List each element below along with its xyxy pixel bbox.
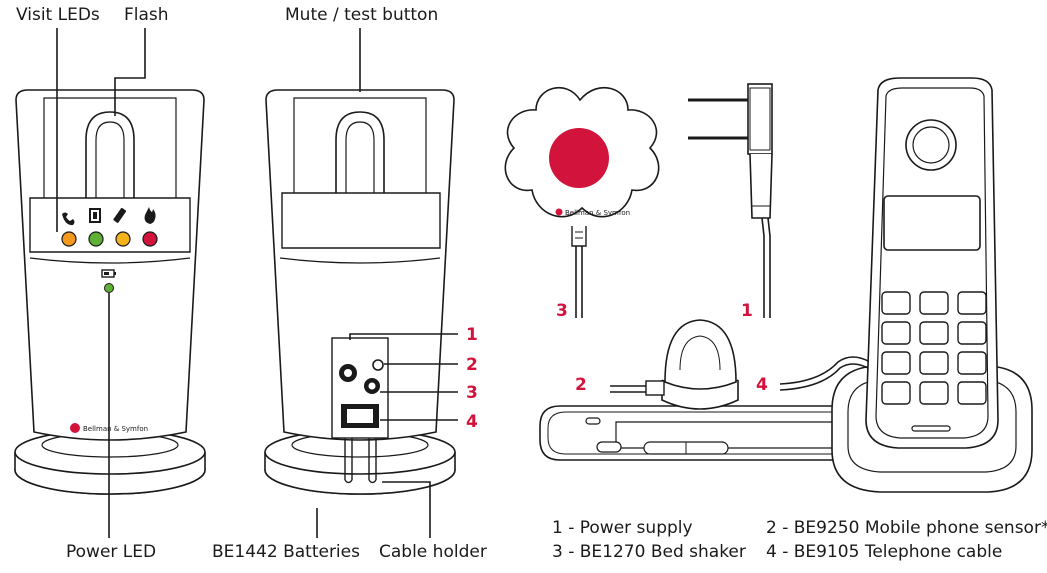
keypad-key xyxy=(919,291,949,315)
bed-shaker: Bellman & Symfon xyxy=(504,86,660,318)
keypad-key xyxy=(919,321,949,345)
led-red xyxy=(142,231,158,247)
power-supply-number: 1 xyxy=(741,301,753,321)
telephone-cable-number: 4 xyxy=(756,375,768,395)
mobile-icon xyxy=(113,207,127,223)
door-icon xyxy=(89,208,101,223)
cable-holder-label: Cable holder xyxy=(379,542,487,562)
led-yellow xyxy=(115,231,131,247)
mute-test-button-label: Mute / test button xyxy=(285,5,438,25)
led-green xyxy=(88,231,104,247)
svg-text:Bellman & Symfon: Bellman & Symfon xyxy=(83,425,148,433)
callout-number-3: 3 xyxy=(466,383,478,403)
callout-number-1: 1 xyxy=(466,325,478,345)
keypad-key xyxy=(881,381,911,405)
batteries-label: BE1442 Batteries xyxy=(212,542,360,562)
flash-leader xyxy=(114,28,146,116)
mobile-sensor-number: 2 xyxy=(575,375,587,395)
callout-1-line xyxy=(349,333,458,340)
keypad-key xyxy=(957,321,987,345)
phone-icon xyxy=(62,212,75,226)
flame-icon xyxy=(144,207,156,224)
keypad-key xyxy=(881,321,911,345)
legend-item-1: 1 - Power supply xyxy=(552,518,693,538)
battery-icon xyxy=(101,269,116,278)
bed-shaker-number: 3 xyxy=(556,301,568,321)
mobile-phone-sensor xyxy=(610,319,739,410)
keypad-key xyxy=(957,291,987,315)
keypad-key xyxy=(957,351,987,375)
power-supply xyxy=(688,83,773,318)
phone-keypad xyxy=(881,291,987,405)
svg-text:Bellman & Symfon: Bellman & Symfon xyxy=(565,209,630,217)
keypad-key xyxy=(957,381,987,405)
callout-number-4: 4 xyxy=(466,412,478,432)
led-orange xyxy=(61,231,77,247)
callout-number-2: 2 xyxy=(466,355,478,375)
legend-item-4: 4 - BE9105 Telephone cable xyxy=(766,542,1002,562)
cable-holder-leader xyxy=(382,481,431,538)
visit-leds-label: Visit LEDs xyxy=(16,5,100,25)
keypad-key xyxy=(919,351,949,375)
mobile-phone xyxy=(539,405,885,461)
keypad-key xyxy=(919,381,949,405)
power-led-label: Power LED xyxy=(66,542,156,562)
back-view-device xyxy=(264,89,456,495)
legend-item-3: 3 - BE1270 Bed shaker xyxy=(552,542,746,562)
brand-logo-front: Bellman & Symfon xyxy=(70,423,148,433)
flash-label: Flash xyxy=(124,5,169,25)
legend-item-2: 2 - BE9250 Mobile phone sensor* xyxy=(766,518,1047,538)
power-led xyxy=(104,283,114,293)
keypad-key xyxy=(881,351,911,375)
keypad-key xyxy=(881,291,911,315)
